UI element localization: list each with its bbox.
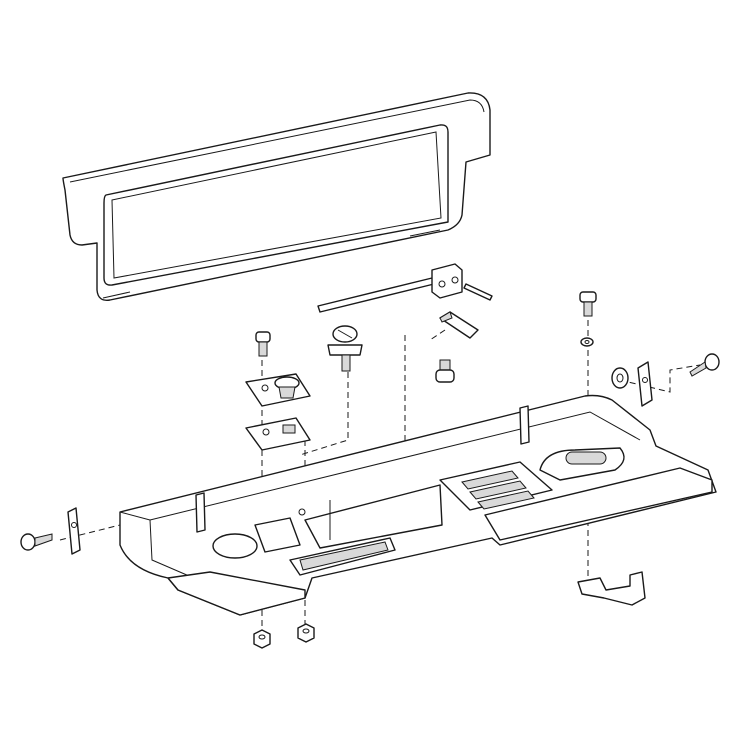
base-tray <box>119 394 717 616</box>
bushing-bracket <box>245 373 311 407</box>
side-washer-right <box>611 367 629 389</box>
side-screw-left <box>20 533 53 551</box>
screw-2 <box>579 291 597 317</box>
screw-1 <box>255 331 271 357</box>
side-bracket-right <box>637 361 653 407</box>
washer <box>580 337 594 347</box>
bottom-bracket <box>577 571 646 606</box>
side-bracket-left <box>67 507 81 555</box>
side-screw-right <box>689 353 720 377</box>
adjuster-knob <box>327 325 363 372</box>
top-cover-panel <box>62 92 491 301</box>
screw-3 <box>435 359 455 383</box>
latch-plate <box>439 311 479 339</box>
nut-1 <box>253 629 271 649</box>
pivot-rod-assembly <box>317 263 493 313</box>
mount-plate <box>245 417 311 451</box>
nut-2 <box>297 623 315 643</box>
